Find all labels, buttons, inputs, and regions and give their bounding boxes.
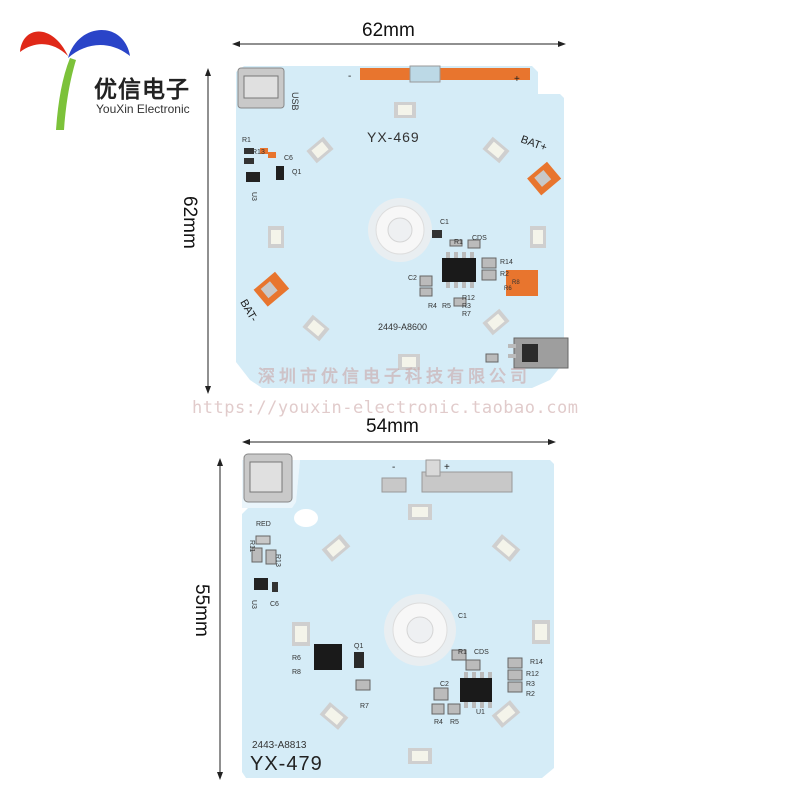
top-width-label: 62mm bbox=[362, 20, 415, 41]
bottom-transistor-q1 bbox=[314, 644, 342, 670]
bottom-c1-label: C1 bbox=[458, 613, 467, 620]
bottom-u3-label: U3 bbox=[250, 600, 257, 609]
top-plus-mark: + bbox=[514, 74, 520, 85]
bottom-q1-label: Q1 bbox=[354, 643, 363, 650]
bottom-pcb-board: - + RED R11 R13 C6 U3 bbox=[242, 453, 554, 778]
top-height-label: 62mm bbox=[179, 196, 200, 249]
bottom-led-8 bbox=[408, 748, 432, 764]
top-r2-label: R2 bbox=[500, 271, 509, 278]
top-q1-label: Q1 bbox=[292, 169, 301, 176]
bottom-small-components-right bbox=[431, 649, 523, 715]
watermark-shop-name: 深圳市优信电子科技有限公司 bbox=[258, 367, 531, 387]
top-c6-label: C6 bbox=[284, 155, 293, 162]
top-copper-gap bbox=[409, 65, 441, 83]
brand-name-en: YouXin Electronic bbox=[96, 102, 190, 116]
top-led-4 bbox=[268, 226, 284, 248]
top-copper-strip bbox=[360, 68, 530, 80]
brand-logo bbox=[20, 29, 130, 130]
logo-blue-petal bbox=[68, 29, 130, 58]
bottom-led-7 bbox=[491, 700, 521, 728]
logo-green-stem bbox=[56, 58, 76, 130]
bottom-r13-label: R13 bbox=[274, 554, 281, 567]
top-led-2 bbox=[306, 136, 334, 164]
bottom-r11-label: R11 bbox=[248, 540, 255, 552]
bottom-r8-label: R8 bbox=[292, 669, 301, 676]
top-c2-label: C2 bbox=[408, 275, 417, 282]
top-led-7 bbox=[482, 308, 510, 336]
bottom-plus-mark: + bbox=[444, 462, 450, 473]
top-r6-label: R6 bbox=[504, 286, 512, 292]
bottom-width-label: 54mm bbox=[366, 416, 419, 437]
bottom-led-2 bbox=[321, 534, 351, 562]
bottom-red-label: RED bbox=[256, 521, 271, 528]
top-pcb-board: - + USB YX-469 BAT+ BAT- R1 R13 bbox=[236, 65, 569, 388]
bottom-model-label: YX-479 bbox=[250, 753, 323, 775]
bottom-r12-label: R12 bbox=[526, 671, 539, 678]
bottom-height-dimension-line bbox=[217, 458, 223, 780]
bottom-part-number: 2443-A8813 bbox=[252, 740, 307, 751]
top-r1-label: R1 bbox=[242, 137, 251, 144]
top-small-components-right bbox=[419, 230, 538, 307]
top-led-8 bbox=[398, 354, 420, 370]
top-model-label: YX-469 bbox=[367, 129, 420, 145]
top-small-components-left bbox=[244, 148, 284, 182]
bottom-r2-label: R2 bbox=[526, 691, 535, 698]
bottom-ic-u1 bbox=[460, 672, 492, 708]
top-r8-label: R8 bbox=[512, 280, 520, 286]
bottom-r1-label: R1 bbox=[458, 649, 467, 656]
bottom-c6-label: C6 bbox=[270, 601, 279, 608]
top-led-5 bbox=[530, 226, 546, 248]
bottom-led-1 bbox=[408, 504, 432, 520]
bottom-led-4 bbox=[292, 622, 310, 646]
watermark-url: https://youxin-electronic.taobao.com bbox=[192, 398, 579, 418]
top-bat-minus-pad bbox=[253, 271, 290, 307]
top-led-3 bbox=[482, 136, 510, 164]
top-ic-chip bbox=[442, 252, 476, 288]
top-width-dimension-line bbox=[232, 41, 566, 47]
bottom-u1-label: U1 bbox=[476, 709, 485, 716]
bottom-width-dimension-line bbox=[242, 439, 556, 445]
bottom-minus-mark: - bbox=[392, 462, 395, 473]
top-r14-label: R14 bbox=[500, 259, 513, 266]
bottom-c2-label: C2 bbox=[440, 681, 449, 688]
bottom-r3-label: R3 bbox=[526, 681, 535, 688]
top-r5-label: R5 bbox=[442, 303, 451, 310]
bottom-led-6 bbox=[319, 702, 349, 730]
top-r7-label: R7 bbox=[462, 311, 471, 318]
top-u3-label: U3 bbox=[250, 192, 257, 201]
top-led-1 bbox=[394, 102, 416, 118]
bottom-mount-hole bbox=[294, 509, 318, 527]
bottom-pad-plus bbox=[421, 471, 513, 493]
bottom-pir-sensor bbox=[384, 594, 456, 666]
top-pir-sensor bbox=[368, 198, 432, 262]
top-minus-mark: - bbox=[348, 71, 351, 82]
top-r12-label: R12 bbox=[462, 295, 475, 302]
bottom-small-components-left bbox=[251, 535, 278, 592]
top-r1b-label: R1 bbox=[454, 239, 463, 246]
top-r3-label: R3 bbox=[462, 303, 471, 310]
top-c1-label: C1 bbox=[440, 219, 449, 226]
logo-red-petal bbox=[20, 31, 68, 56]
top-r13-label: R13 bbox=[252, 149, 265, 156]
top-height-dimension-line bbox=[205, 68, 211, 394]
bottom-r6-label: R6 bbox=[292, 655, 301, 662]
top-resistor-near-switch bbox=[485, 353, 499, 363]
top-part-number: 2449-A8600 bbox=[378, 322, 427, 332]
bottom-r5-label: R5 bbox=[450, 719, 459, 726]
top-led-6 bbox=[302, 314, 330, 342]
top-usb-label: USB bbox=[290, 92, 300, 111]
bottom-r4-label: R4 bbox=[434, 719, 443, 726]
bottom-pad-minus bbox=[381, 477, 407, 493]
top-cds-label: CDS bbox=[472, 235, 487, 242]
top-slide-switch bbox=[508, 337, 569, 369]
bottom-height-label: 55mm bbox=[191, 584, 212, 637]
bottom-led-3 bbox=[491, 534, 521, 562]
top-bat-plus-pad bbox=[527, 161, 562, 196]
bottom-led-5 bbox=[532, 620, 550, 644]
bottom-r14-label: R14 bbox=[530, 659, 543, 666]
bottom-r7-label: R7 bbox=[360, 703, 369, 710]
top-r4-label: R4 bbox=[428, 303, 437, 310]
brand-name-cn: 优信电子 bbox=[94, 77, 190, 103]
bottom-cds-label: CDS bbox=[474, 649, 489, 656]
